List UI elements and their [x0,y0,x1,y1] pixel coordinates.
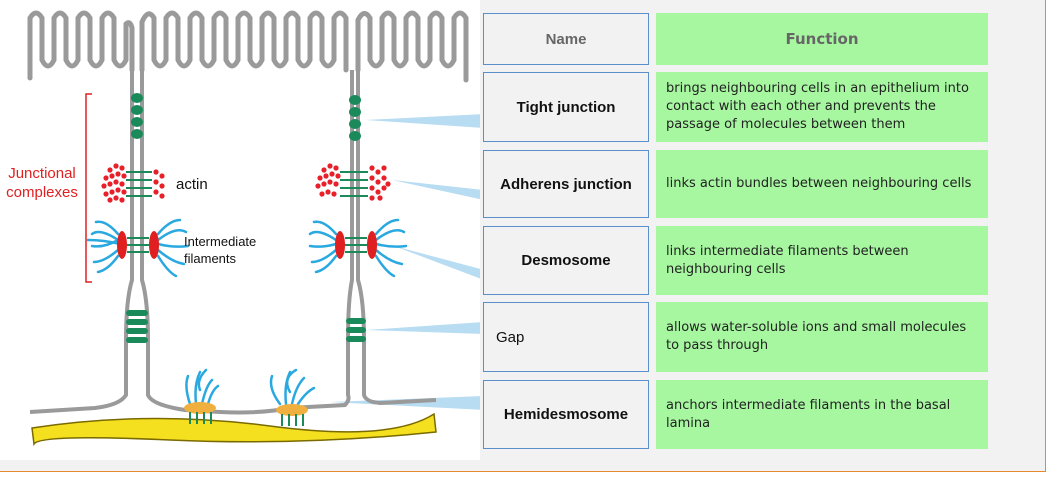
row-function-adherens-junction: links actin bundles between neighbouring… [656,150,988,218]
table-header-name: Name [483,13,649,65]
desmosome-left [86,218,190,278]
desmosome-right [308,218,408,278]
intermediate-label-line-2: filaments [184,251,237,266]
row-name-desmosome: Desmosome [483,226,649,295]
hemidesmosome-1 [184,368,220,424]
tight-junction-beads [131,93,361,141]
pointer-tight-junction [366,114,480,128]
pointer-gap [366,322,480,334]
row-name-tight-junction: Tight junction [483,72,649,142]
cell-junction-diagram: Junctional complexes actin Intermediate … [0,0,480,460]
row-function-desmosome: links intermediate filaments between nei… [656,226,988,295]
row-function-tight-junction: brings neighbouring cells in an epitheli… [656,72,988,142]
hemidesmosome-2 [269,368,316,426]
actin-label: actin [176,176,208,193]
adherens-junction-left [101,163,165,203]
pointer-adherens-junction [392,180,480,200]
junctional-complexes-bracket [85,93,92,283]
table-header-function: Function [656,13,988,65]
adherens-junction-right [315,163,391,201]
row-name-adherens-junction: Adherens junction [483,150,649,218]
row-function-hemidesmosome: anchors intermediate filaments in the ba… [656,380,988,449]
junctional-label-line-2: complexes [6,184,78,201]
lateral-membranes [29,70,437,415]
row-function-gap: allows water-soluble ions and small mole… [656,302,988,372]
intermediate-label-line-1: Intermediate [184,234,256,249]
junctional-label-line-1: Junctional [8,165,76,182]
diagram-background [0,0,480,460]
gap-junctions [126,310,366,343]
row-name-hemidesmosome: Hemidesmosome [483,380,649,449]
figure-frame: Junctional complexes actin Intermediate … [0,0,1046,472]
microvilli [27,10,469,83]
basal-lamina [31,412,437,447]
row-name-gap: Gap [483,302,649,372]
pointer-desmosome [394,246,480,279]
